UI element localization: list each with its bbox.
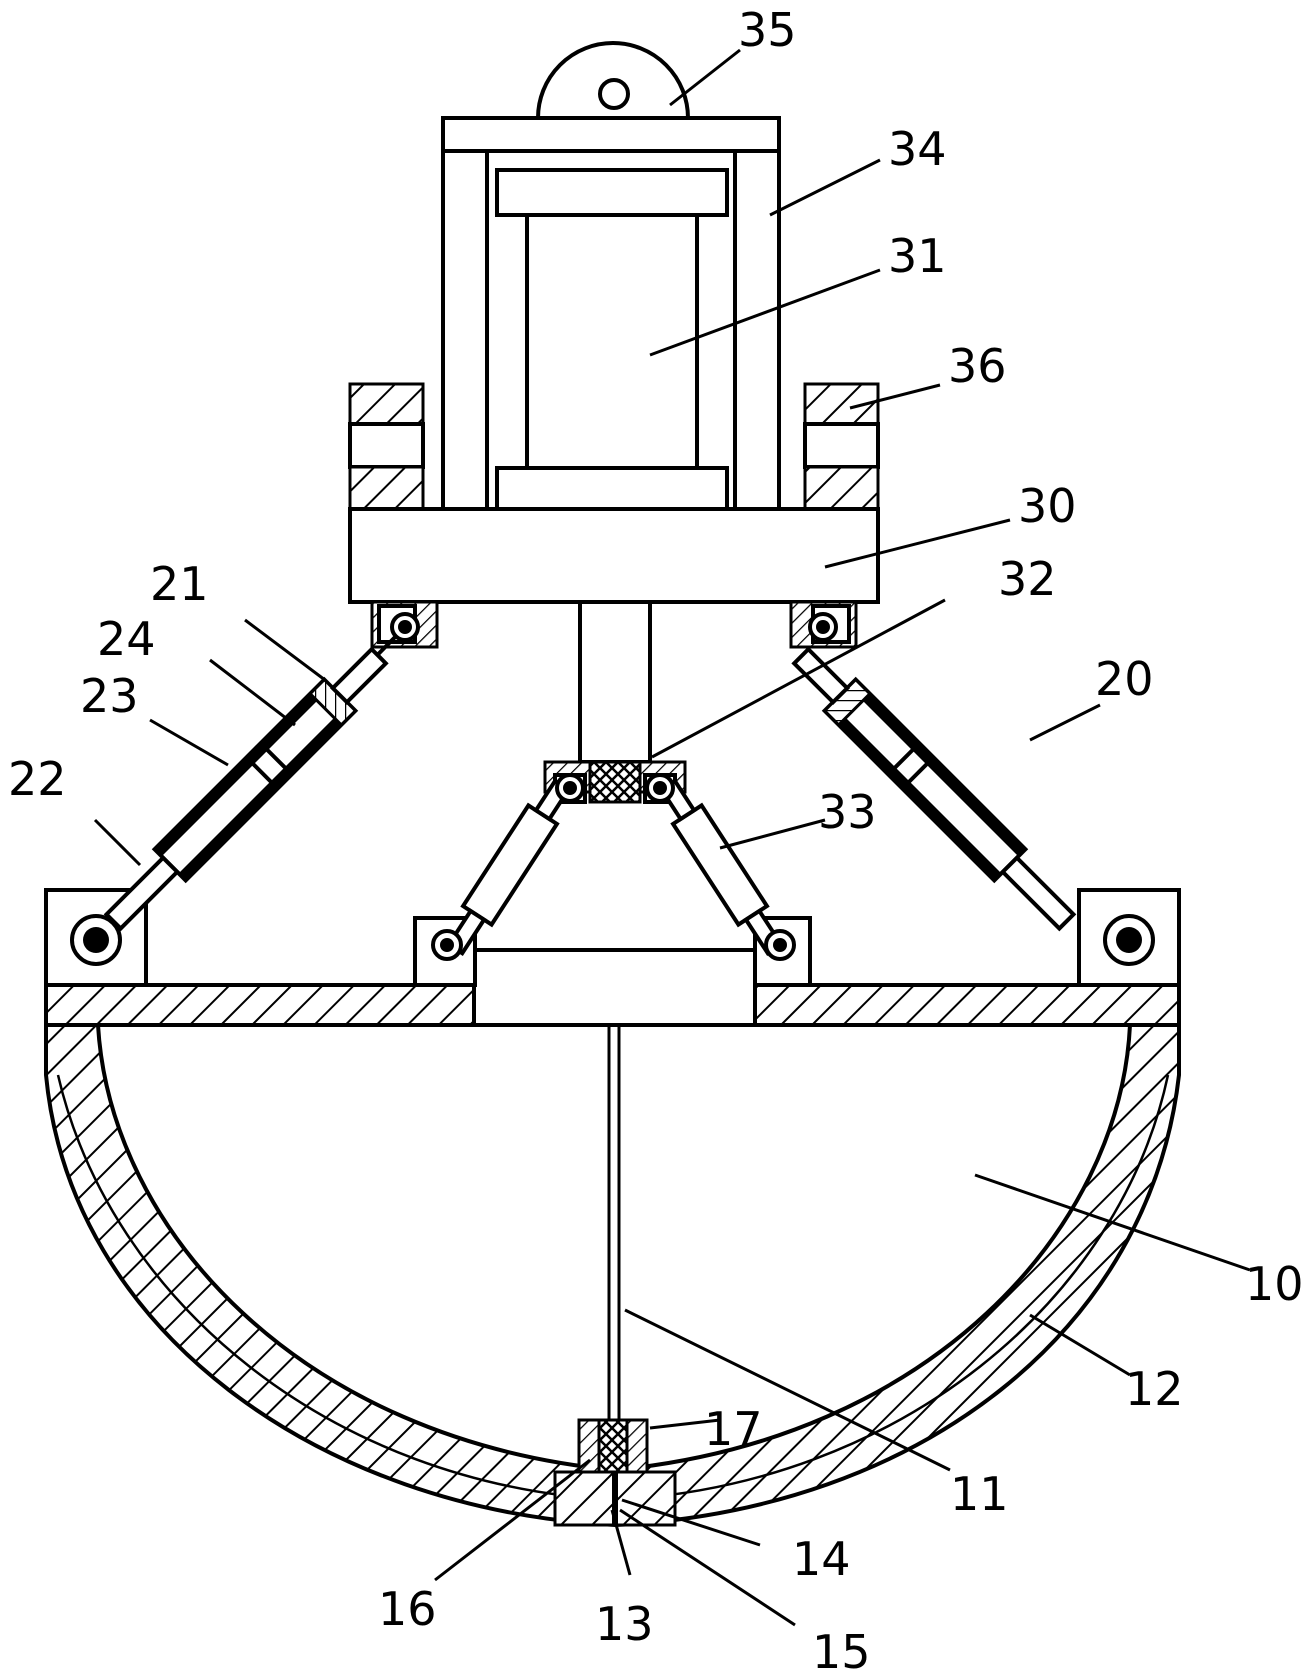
rod-11 <box>607 1025 621 1420</box>
bowl-top-plate <box>44 888 1181 1027</box>
block-17 <box>577 1418 649 1474</box>
label-33: 33 <box>818 785 877 839</box>
label-31: 31 <box>888 229 947 283</box>
label-30: 30 <box>1018 479 1077 533</box>
left-cylinder <box>70 612 420 966</box>
label-22: 22 <box>8 752 67 806</box>
label-13: 13 <box>595 1597 654 1651</box>
label-20: 20 <box>1095 652 1154 706</box>
label-11: 11 <box>950 1467 1009 1521</box>
label-10: 10 <box>1245 1257 1304 1311</box>
reference-labels: 35 34 31 36 30 32 20 33 21 24 23 22 10 1… <box>8 3 1304 1679</box>
right-cylinder <box>791 612 1155 966</box>
base-plate-30 <box>348 507 880 604</box>
inner-cylinders-33 <box>431 773 796 961</box>
label-34: 34 <box>888 122 947 176</box>
bowl-shell <box>44 983 1181 1528</box>
label-35: 35 <box>738 3 797 57</box>
motor-housing <box>441 41 781 511</box>
label-15: 15 <box>812 1625 871 1679</box>
label-14: 14 <box>792 1532 851 1586</box>
shaft <box>578 600 652 764</box>
label-17: 17 <box>704 1402 763 1456</box>
label-21: 21 <box>150 557 209 611</box>
label-23: 23 <box>80 669 139 723</box>
label-12: 12 <box>1125 1362 1184 1416</box>
clamp-blocks-36 <box>348 382 880 511</box>
label-16: 16 <box>378 1582 437 1636</box>
label-32: 32 <box>998 552 1057 606</box>
label-24: 24 <box>97 612 156 666</box>
label-36: 36 <box>948 339 1007 393</box>
leader-lines <box>93 48 1251 1627</box>
